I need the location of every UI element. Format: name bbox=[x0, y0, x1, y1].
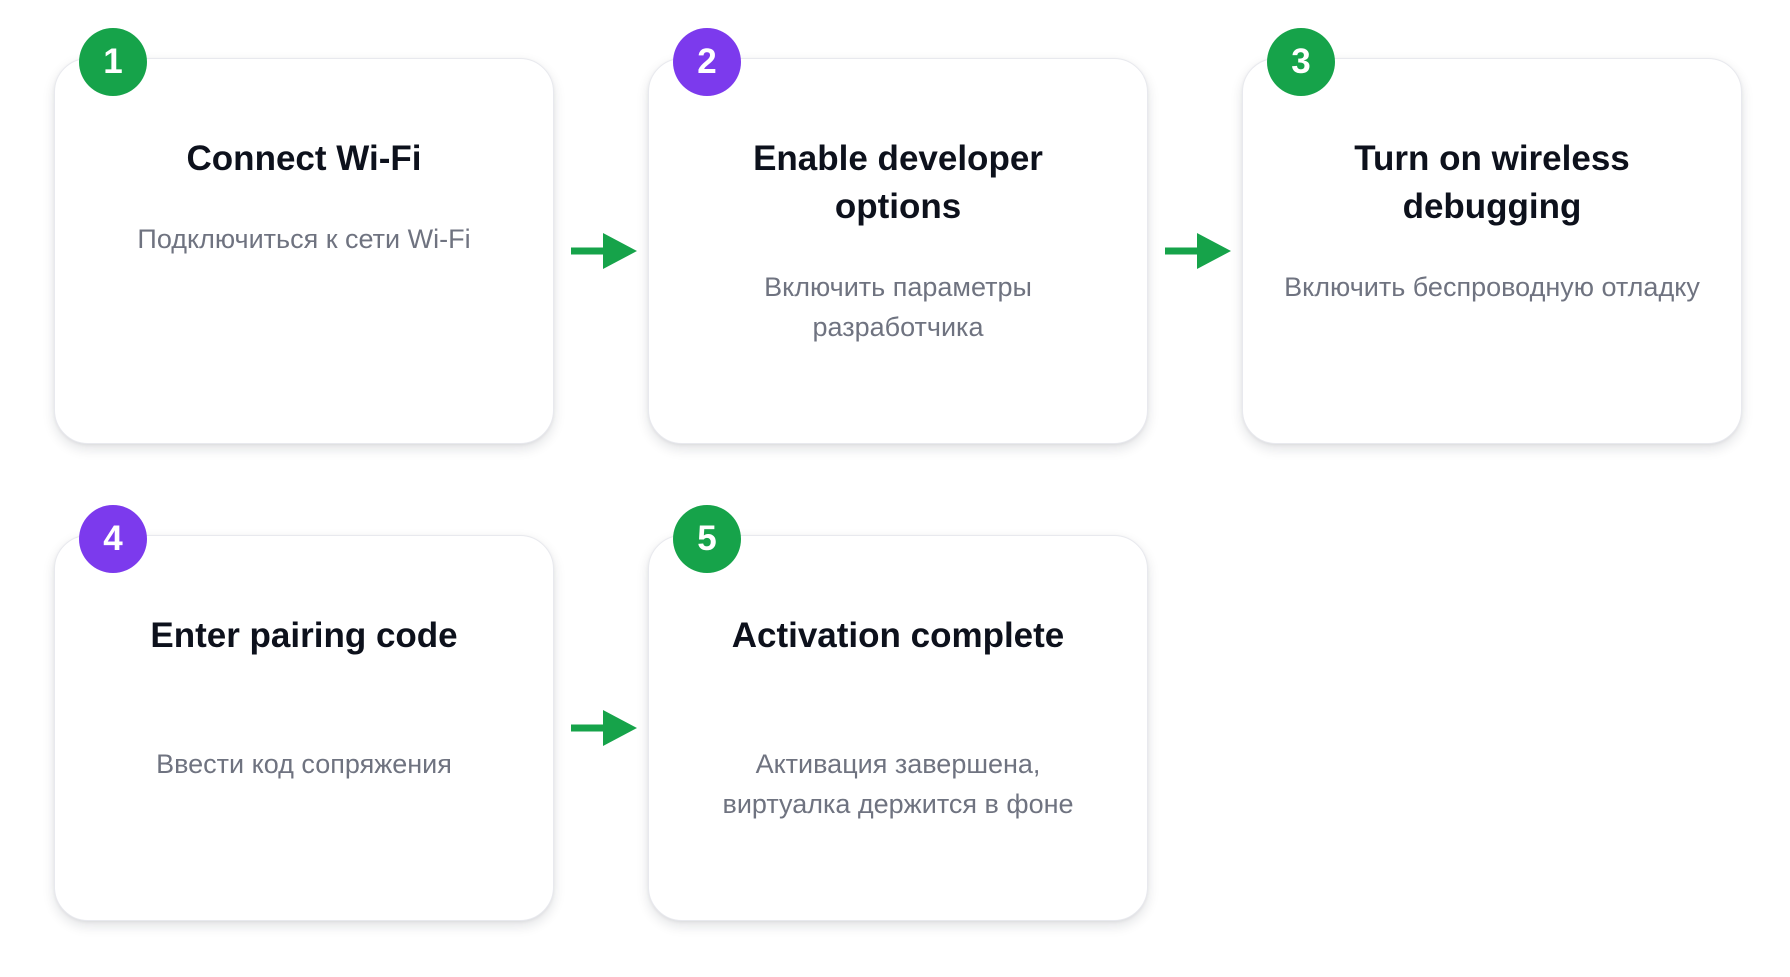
step-card-2: Enable developer options Включить параме… bbox=[648, 58, 1148, 444]
step-number-badge-1: 1 bbox=[79, 28, 147, 96]
step-description-4: Ввести код сопряжения bbox=[156, 749, 452, 779]
step-card-4: Enter pairing code Ввести код сопряжения bbox=[54, 535, 554, 921]
arrow-right-icon bbox=[571, 233, 637, 269]
arrow-right-icon bbox=[1165, 233, 1231, 269]
arrow-right-icon bbox=[571, 710, 637, 746]
step-number-badge-3: 3 bbox=[1267, 28, 1335, 96]
step-card-1: Connect Wi-Fi Подключиться к сети Wi-Fi bbox=[54, 58, 554, 444]
step-card-3: Turn on wireless debugging Включить бесп… bbox=[1242, 58, 1742, 444]
step-title-3: Turn on wireless debugging bbox=[1354, 139, 1630, 226]
step-description-2: Включить параметры разработчика bbox=[764, 272, 1032, 342]
step-title-4: Enter pairing code bbox=[150, 616, 458, 655]
step-title-5: Activation complete bbox=[731, 616, 1065, 655]
step-card-5: Activation complete Активация завершена,… bbox=[648, 535, 1148, 921]
step-description-5: Активация завершена, виртуалка держится … bbox=[722, 749, 1074, 819]
step-number-badge-4: 4 bbox=[79, 505, 147, 573]
step-number-badge-5: 5 bbox=[673, 505, 741, 573]
step-title-1: Connect Wi-Fi bbox=[186, 139, 422, 178]
step-description-1: Подключиться к сети Wi-Fi bbox=[137, 224, 471, 254]
step-title-2: Enable developer options bbox=[753, 139, 1043, 226]
step-number-badge-2: 2 bbox=[673, 28, 741, 96]
step-description-3: Включить беспроводную отладку bbox=[1284, 272, 1700, 302]
